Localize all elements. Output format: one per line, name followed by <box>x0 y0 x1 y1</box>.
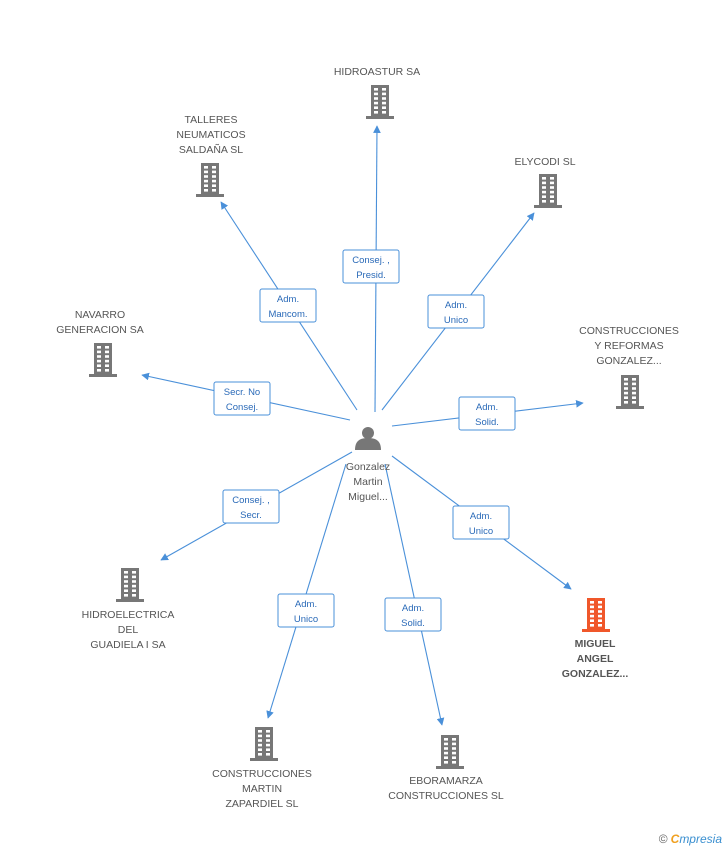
center-label-line: Gonzalez <box>346 461 390 473</box>
company-label-line: ANGEL <box>577 653 614 665</box>
company-node-hidroastur[interactable]: HIDROASTUR SA <box>334 66 420 119</box>
edge-label-text: Adm. <box>295 599 317 610</box>
center-label-line: Miguel... <box>348 491 388 503</box>
company-label-line: GENERACION SA <box>56 324 144 336</box>
company-label-line: GUADIELA I SA <box>90 639 165 651</box>
footer-brand: ©Cmpresia <box>659 832 722 846</box>
building-icon <box>582 598 610 632</box>
building-icon <box>89 343 117 377</box>
company-label-line: DEL <box>118 624 139 636</box>
relationship-edge-hidroastur[interactable]: Consej. , Presid. <box>342 125 400 413</box>
edge-label-text: Consej. <box>226 402 258 413</box>
building-icon <box>250 727 278 761</box>
company-node-hidroelectrica[interactable]: HIDROELECTRICA DEL GUADIELA I SA <box>82 568 175 651</box>
building-icon <box>436 735 464 769</box>
relationship-edge-talleres[interactable]: Adm. Mancom. <box>220 201 358 411</box>
company-node-construcciones-reformas[interactable]: CONSTRUCCIONES Y REFORMAS GONZALEZ... <box>579 325 679 409</box>
relationship-edge-eboramarza[interactable]: Adm. Solid. <box>384 463 445 726</box>
center-person-node[interactable]: Gonzalez Martin Miguel... <box>346 427 390 503</box>
building-icon <box>534 174 562 208</box>
edge-label-text: Adm. <box>402 603 424 614</box>
edge-label-text: Presid. <box>356 270 386 281</box>
company-node-miguel-angel[interactable]: MIGUEL ANGEL GONZALEZ... <box>562 598 629 680</box>
company-label-line: NAVARRO <box>75 309 125 321</box>
company-node-construcciones-martin[interactable]: CONSTRUCCIONES MARTIN ZAPARDIEL SL <box>212 727 312 810</box>
company-node-navarro[interactable]: NAVARRO GENERACION SA <box>56 309 144 377</box>
edge-line <box>266 463 347 719</box>
edge-label-text: Solid. <box>401 618 425 629</box>
copyright-symbol: © <box>658 832 668 846</box>
company-label-line: CONSTRUCCIONES SL <box>388 790 504 802</box>
company-label-line: MARTIN <box>242 783 282 795</box>
company-node-eboramarza[interactable]: EBORAMARZA CONSTRUCCIONES SL <box>388 735 504 802</box>
edge-label-box <box>452 505 510 540</box>
edge-label-text: Unico <box>469 526 493 537</box>
company-label-line: HIDROASTUR SA <box>334 66 420 78</box>
company-label-line: Y REFORMAS <box>594 340 663 352</box>
edge-label-text: Solid. <box>475 417 499 428</box>
edge-label-text: Consej. , <box>352 255 390 266</box>
relationship-edge-elycodi[interactable]: Adm. Unico <box>381 212 535 411</box>
brand-initial: C <box>670 832 680 846</box>
person-icon <box>355 427 381 450</box>
edge-label-text: Mancom. <box>268 309 307 320</box>
company-node-elycodi[interactable]: ELYCODI SL <box>514 156 576 208</box>
edge-line <box>384 463 445 726</box>
company-label-line: CONSTRUCCIONES <box>212 768 312 780</box>
company-label-line: GONZALEZ... <box>562 668 629 680</box>
edge-label-box <box>277 593 335 628</box>
edge-label-box <box>458 396 516 431</box>
edge-label-box <box>342 249 400 284</box>
edge-label-box <box>213 381 271 416</box>
edge-label-text: Consej. , <box>232 495 270 506</box>
relationship-edge-construcciones-reformas[interactable]: Adm. Solid. <box>391 396 584 431</box>
relationship-edge-miguel-angel[interactable]: Adm. Unico <box>391 455 572 590</box>
company-label-line: CONSTRUCCIONES <box>579 325 679 337</box>
edge-label-text: Secr. <box>240 510 262 521</box>
edge-label-text: Adm. <box>445 300 467 311</box>
relationship-edge-hidroelectrica[interactable]: Consej. , Secr. <box>160 451 353 561</box>
building-icon <box>616 375 644 409</box>
company-label-line: ELYCODI SL <box>514 156 575 168</box>
edge-label-text: Adm. <box>476 402 498 413</box>
company-label-line: TALLERES <box>185 114 238 126</box>
edge-label-box <box>259 288 317 323</box>
edge-label-text: Adm. <box>470 511 492 522</box>
building-icon <box>196 163 224 197</box>
company-node-talleres[interactable]: TALLERES NEUMATICOS SALDAÑA SL <box>176 114 246 197</box>
edge-label-box <box>222 489 280 524</box>
company-label-line: HIDROELECTRICA <box>82 609 175 621</box>
company-label-line: GONZALEZ... <box>596 355 661 367</box>
company-label-line: MIGUEL <box>575 638 616 650</box>
edge-label-box <box>384 597 442 632</box>
center-label-line: Martin <box>353 476 382 488</box>
edge-label-text: Unico <box>294 614 318 625</box>
building-icon <box>366 85 394 119</box>
building-icon <box>116 568 144 602</box>
company-label-line: SALDAÑA SL <box>179 143 243 156</box>
edge-label-box <box>427 294 485 329</box>
edge-label-text: Unico <box>444 315 468 326</box>
relationship-edge-construcciones-martin[interactable]: Adm. Unico <box>266 463 347 719</box>
relationship-edge-navarro[interactable]: Secr. No Consej. <box>141 372 351 421</box>
company-label-line: NEUMATICOS <box>176 129 245 141</box>
brand-name: mpresia <box>679 832 722 846</box>
company-label-line: EBORAMARZA <box>409 775 483 787</box>
edge-label-text: Adm. <box>277 294 299 305</box>
company-label-line: ZAPARDIEL SL <box>226 798 299 810</box>
edge-label-text: Secr. No <box>224 387 260 398</box>
